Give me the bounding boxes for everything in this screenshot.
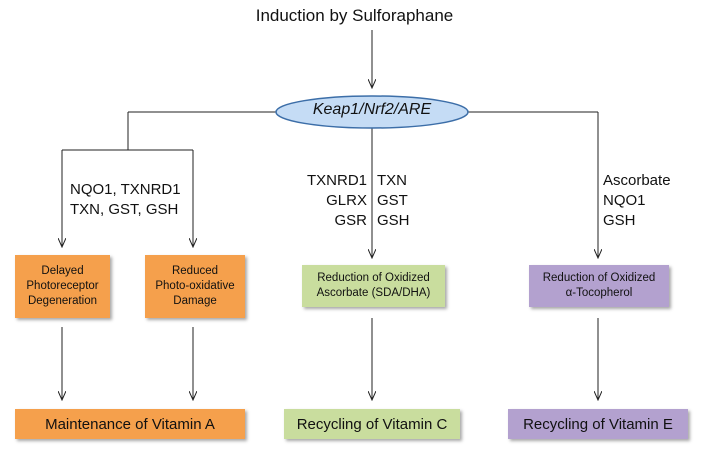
gene-line: GST xyxy=(377,192,408,209)
gene-line: NQO1 xyxy=(603,192,646,209)
middle-gene-list-left: TXNRD1 GLRX GSR xyxy=(292,171,367,231)
vitamin-c-box: Recycling of Vitamin C xyxy=(284,409,460,439)
box-line: Reduced xyxy=(171,265,219,277)
gene-line: NQO1, TXNRD1 xyxy=(70,181,181,198)
gene-line: GSH xyxy=(603,212,636,229)
box-line: Reduction of Oxidized xyxy=(542,272,656,284)
gene-line: GLRX xyxy=(326,192,367,209)
box-line: Delayed xyxy=(41,265,84,277)
box-line: Degeneration xyxy=(27,295,98,307)
outcome-label: Recycling of Vitamin C xyxy=(296,415,448,433)
gene-line: TXN xyxy=(377,172,407,189)
box-line: Reduction of Oxidized xyxy=(317,272,430,284)
box-line: Damage xyxy=(173,295,217,307)
box-line: Photoreceptor xyxy=(26,280,99,292)
box-line: Ascorbate (SDA/DHA) xyxy=(316,287,431,299)
gene-line: TXN, GST, GSH xyxy=(70,201,179,218)
outcome-label: Recycling of Vitamin E xyxy=(523,415,673,433)
gene-line: TXNRD1 xyxy=(306,172,367,189)
box-line: Photo-oxidative xyxy=(155,280,235,292)
delayed-degeneration-box: Delayed Photoreceptor Degeneration xyxy=(15,255,110,318)
reduction-ascorbate-box: Reduction of Oxidized Ascorbate (SDA/DHA… xyxy=(302,265,445,307)
vitamin-a-box: Maintenance of Vitamin A xyxy=(15,409,245,439)
gene-line: GSH xyxy=(377,212,410,229)
left-gene-list: NQO1, TXNRD1 TXN, GST, GSH xyxy=(70,180,181,220)
diagram-title: Induction by Sulforaphane xyxy=(255,6,454,25)
outcome-label: Maintenance of Vitamin A xyxy=(45,415,215,433)
box-line: α-Tocopherol xyxy=(565,287,633,299)
vitamin-e-box: Recycling of Vitamin E xyxy=(508,409,688,439)
hub-label: Keap1/Nrf2/ARE xyxy=(312,101,432,118)
reduction-tocopherol-box: Reduction of Oxidized α-Tocopherol xyxy=(529,265,669,307)
reduced-damage-box: Reduced Photo-oxidative Damage xyxy=(145,255,245,318)
hub-ellipse xyxy=(275,95,469,129)
middle-gene-list-right: TXN GST GSH xyxy=(377,171,410,231)
gene-line: Ascorbate xyxy=(603,172,671,189)
right-gene-list: Ascorbate NQO1 GSH xyxy=(603,171,671,231)
gene-line: GSR xyxy=(334,212,367,229)
